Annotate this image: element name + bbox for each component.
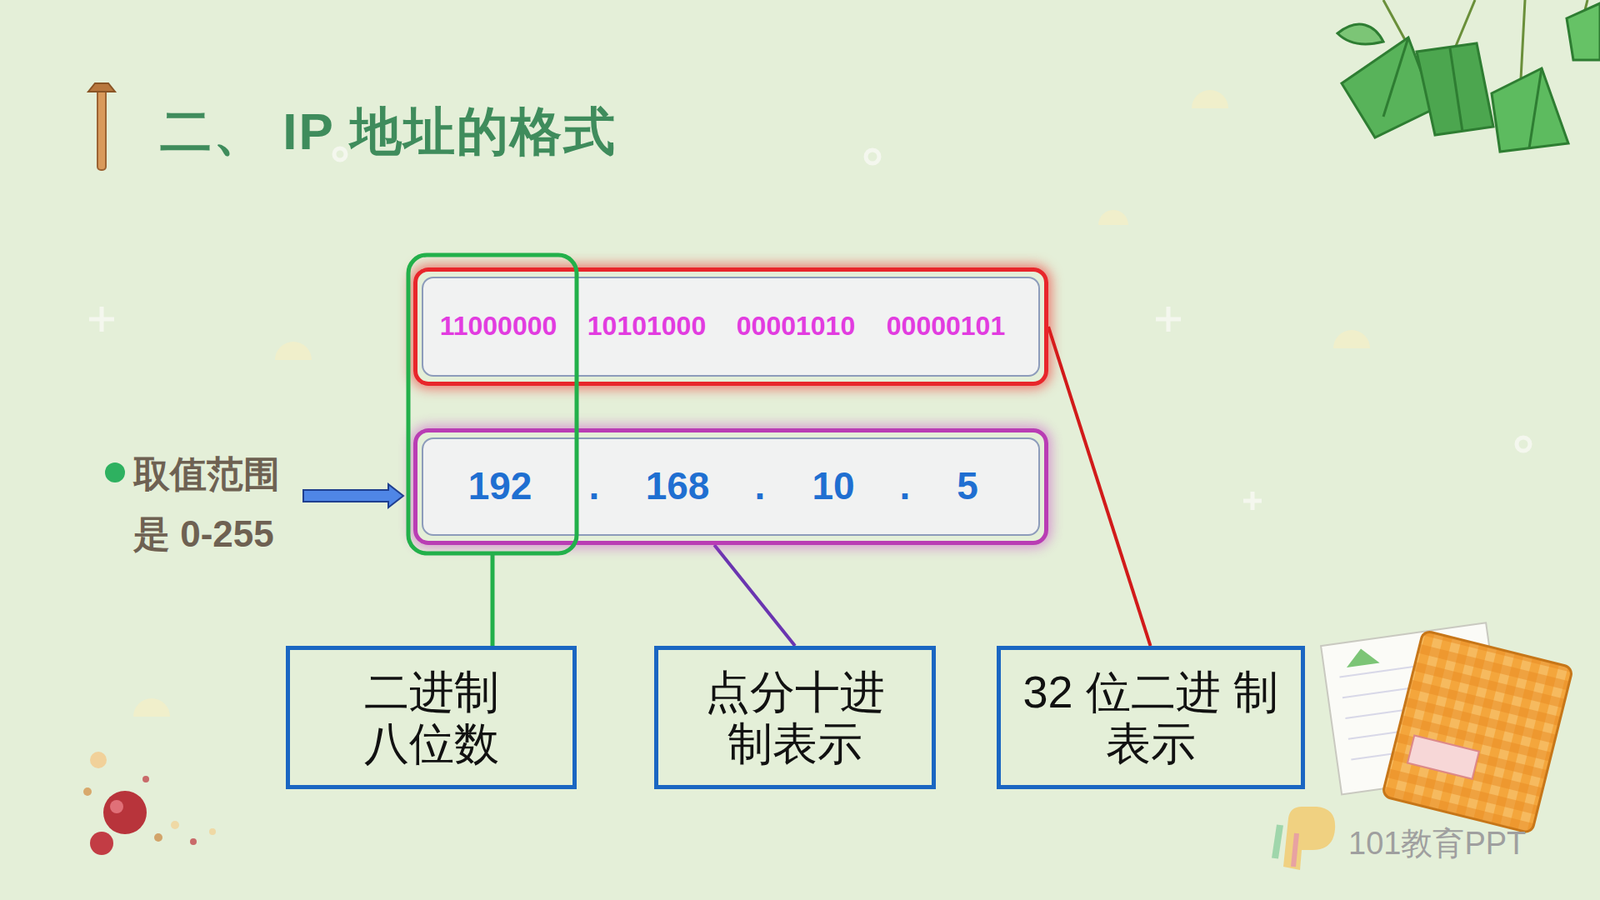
zongzi-illustration	[1383, 37, 1409, 117]
watermark: 101教育PPT	[1348, 825, 1526, 864]
concept-label: 点分十进 制表示	[695, 665, 895, 770]
concept-box: 点分十进 制表示	[654, 645, 936, 790]
background-sparkles	[865, 150, 880, 164]
beans-illustration	[154, 833, 163, 842]
address-part: 10101000	[587, 310, 706, 342]
address-part: .	[589, 463, 600, 509]
address-part: 11000000	[440, 310, 558, 342]
zongzi-illustration	[1450, 48, 1463, 132]
concept-box: 32 位二进 制表示	[996, 645, 1305, 790]
green-leader-line	[492, 553, 494, 646]
chopstick-icon	[88, 83, 115, 170]
slide-title: 二、 IP 地址的格式	[160, 96, 617, 167]
dotted-decimal-box: 192. 168. 10. 5	[413, 428, 1049, 545]
binary-connector	[1048, 326, 1151, 646]
concept-box: 二进制 八位数	[285, 645, 577, 790]
zongzi-illustration	[1491, 68, 1569, 152]
decimal-connector	[714, 545, 795, 646]
beans-illustration	[209, 828, 216, 835]
zongzi-illustration	[1337, 24, 1384, 45]
zongzi-illustration	[1416, 43, 1494, 135]
zongzi-illustration	[1566, 3, 1600, 60]
beans-illustration	[142, 775, 150, 783]
range-arrow	[303, 484, 404, 508]
zongzi-illustration	[1337, 0, 1600, 152]
address-part: 00000101	[886, 310, 1005, 342]
watermark-logo	[1293, 833, 1297, 867]
beans-illustration	[83, 751, 216, 855]
notebook-illustration	[1381, 630, 1573, 834]
notebook-illustration	[1381, 630, 1573, 834]
beans-illustration	[90, 751, 107, 769]
beans-illustration	[170, 820, 180, 830]
address-part: 192	[468, 463, 533, 509]
beans-illustration	[190, 838, 197, 845]
address-part: .	[755, 463, 766, 509]
address-part: 00001010	[736, 310, 855, 342]
bullet-dot	[105, 462, 125, 483]
beans-illustration	[110, 800, 124, 814]
notebook-illustration	[1344, 646, 1380, 668]
background-hills	[133, 90, 1370, 717]
binary-address-box: 11000000 10101000 00001010 00000101	[413, 267, 1049, 386]
beans-illustration	[90, 831, 114, 855]
range-note: 取值范围 是 0-255	[133, 444, 309, 565]
watermark-logo	[1275, 806, 1335, 870]
background-sparkles	[1243, 491, 1262, 510]
green-leader-line	[490, 553, 495, 646]
background-hills	[275, 341, 312, 360]
chopstick-icon	[97, 83, 106, 170]
background-hills	[133, 698, 170, 717]
address-part: 168	[645, 463, 710, 509]
watermark-logo	[1275, 825, 1280, 859]
concept-label: 二进制 八位数	[348, 665, 515, 770]
notebook-illustration	[1407, 735, 1480, 779]
background-sparkles	[1155, 306, 1181, 332]
concept-label: 32 位二进 制表示	[1013, 665, 1289, 770]
beans-illustration	[83, 787, 92, 796]
background-hills	[1333, 330, 1370, 349]
background-sparkles	[89, 306, 115, 332]
notebook-illustration	[1320, 622, 1574, 834]
watermark-logo	[1283, 806, 1335, 870]
range-arrow	[303, 484, 404, 508]
address-part: 10	[811, 463, 855, 509]
beans-illustration	[103, 790, 147, 835]
chopstick-icon	[88, 83, 115, 92]
background-hills	[1098, 210, 1129, 225]
address-part: 5	[956, 463, 979, 509]
zongzi-illustration	[1529, 68, 1542, 149]
background-hills	[1191, 90, 1229, 109]
background-sparkles	[1516, 437, 1530, 451]
address-part: .	[900, 463, 911, 509]
